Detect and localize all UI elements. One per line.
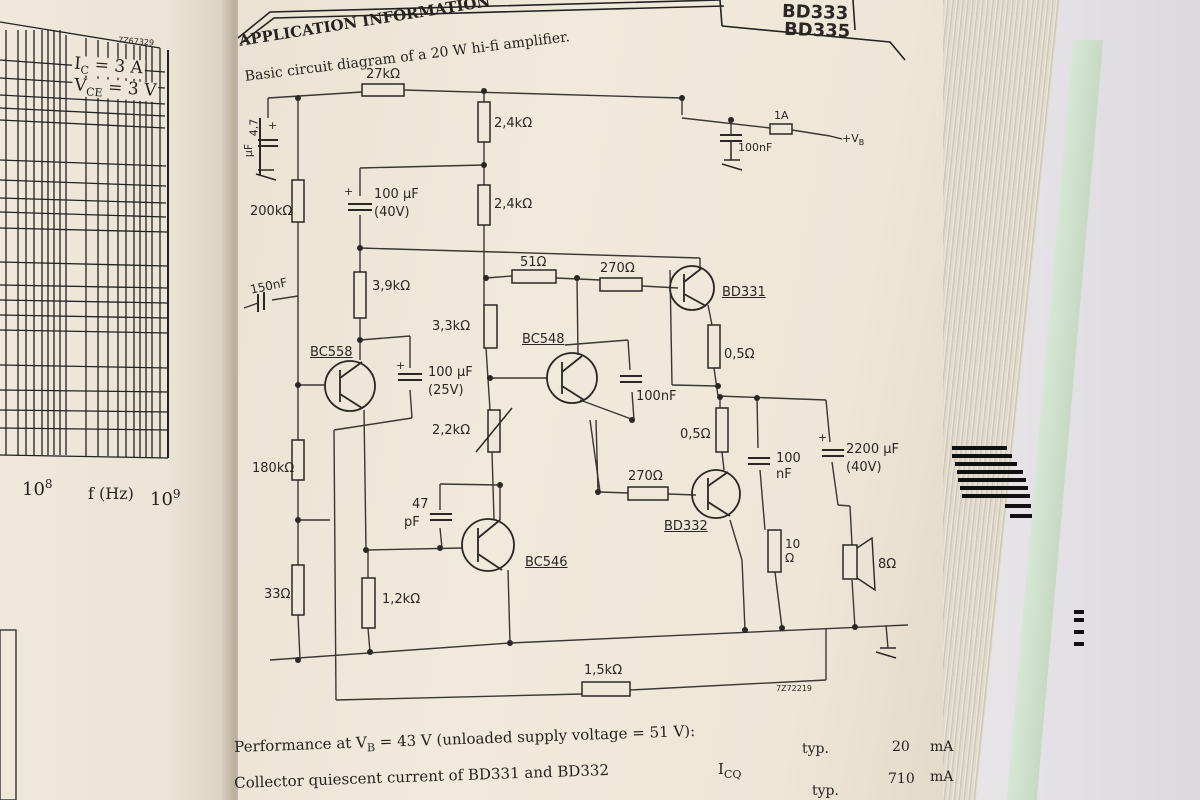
tick-1e9-exp: 9 xyxy=(172,487,181,501)
label-r-51: 51Ω xyxy=(520,255,547,270)
tick-1e9-base: 10 xyxy=(150,489,173,510)
typ-label-2: typ. xyxy=(812,783,839,799)
label-q-bd332: BD332 xyxy=(664,519,708,534)
speaker-cone xyxy=(856,536,876,592)
icq-subscript: CQ xyxy=(723,768,742,781)
vb-subscript: B xyxy=(858,138,865,148)
tick-label-1e8: 108 xyxy=(22,478,53,499)
variable-resistor-arrow xyxy=(475,407,513,453)
label-fuse: 1A xyxy=(774,109,789,122)
typ-label-1: typ. xyxy=(802,741,829,757)
label-speaker-8ohm: 8Ω xyxy=(878,557,897,572)
plus-sign-4u7: + xyxy=(268,119,278,132)
icq-letter: I xyxy=(718,760,724,778)
circuit-wires xyxy=(243,89,909,701)
second-unit: mA xyxy=(930,769,954,785)
label-c-100u-25v-rating: (25V) xyxy=(428,383,464,398)
part-number-bd335: BD335 xyxy=(783,18,851,43)
label-c-100u-40v-rating: (40V) xyxy=(374,205,410,220)
label-r-10-unit: Ω xyxy=(785,551,795,565)
label-c-2200u-rating: (40V) xyxy=(846,460,882,475)
label-r-0r5-bot: 0,5Ω xyxy=(680,427,711,442)
label-c-100n-supply: 100nF xyxy=(738,141,773,154)
performance-prefix: Performance at V xyxy=(233,733,368,756)
ground-symbols xyxy=(255,141,897,659)
left-page-frame xyxy=(0,629,17,800)
icq-unit: mA xyxy=(930,739,954,755)
tick-1e8-base: 10 xyxy=(22,479,45,500)
vb-arrow xyxy=(829,135,843,140)
label-c-100n-bc548: 100nF xyxy=(636,389,677,404)
plus-sign-100u-40v: + xyxy=(344,185,354,198)
label-r-1k5: 1,5kΩ xyxy=(584,663,623,678)
tick-1e8-exp: 8 xyxy=(44,477,53,491)
label-r-200k: 200kΩ xyxy=(250,204,293,219)
circuit-figure-code: 7Z72219 xyxy=(776,684,813,693)
label-c-100u-40v-value: 100 µF xyxy=(374,187,419,202)
transistor-symbols xyxy=(324,265,741,572)
x-axis-label: f (Hz) xyxy=(88,484,134,503)
label-q-bc546: BC546 xyxy=(525,555,568,570)
label-q-bd331: BD331 xyxy=(722,285,766,300)
resistor-bodies xyxy=(291,83,858,697)
label-r-2k2-var: 2,2kΩ xyxy=(432,423,471,438)
ic-value: = 3 A xyxy=(88,54,144,79)
label-vb: +VB xyxy=(842,133,864,147)
label-c-100n-out-value: 100 xyxy=(776,451,801,466)
label-r-1k2: 1,2kΩ xyxy=(382,592,421,607)
icq-symbol: ICQ xyxy=(718,760,742,781)
label-q-bc548: BC548 xyxy=(522,332,565,347)
label-c-2200u-value: 2200 µF xyxy=(846,442,899,457)
label-c-100u-25v-value: 100 µF xyxy=(428,365,473,380)
label-r-0r5-top: 0,5Ω xyxy=(724,347,755,362)
tick-label-1e9: 109 xyxy=(150,488,181,509)
label-r-3k9: 3,9kΩ xyxy=(372,279,411,294)
vce-subscript: CE xyxy=(85,85,103,100)
label-r-2k4-top: 2,4kΩ xyxy=(494,116,533,131)
label-c-4u7-value: 4,7 xyxy=(247,118,261,137)
label-c-47p-unit: pF xyxy=(404,515,420,530)
label-r-270-top: 270Ω xyxy=(600,261,635,276)
icq-value: 20 xyxy=(892,739,910,755)
label-r-180k: 180kΩ xyxy=(252,461,295,476)
plus-sign-100u-25v: + xyxy=(396,359,406,372)
label-r-33: 33Ω xyxy=(264,587,291,602)
junction-dots xyxy=(295,88,858,663)
label-q-bc558: BC558 xyxy=(310,345,353,360)
label-r-270-bot: 270Ω xyxy=(628,469,663,484)
second-value: 710 xyxy=(888,771,915,787)
label-r-27k: 27kΩ xyxy=(366,67,401,82)
vb-symbol: +V xyxy=(842,132,859,145)
label-r-10-value: 10 xyxy=(785,537,801,551)
label-c-100n-out-unit: nF xyxy=(776,467,792,482)
vce-value: = 3 V xyxy=(102,77,158,101)
label-c-4u7-unit: µF xyxy=(242,143,256,158)
plus-sign-2200u: + xyxy=(818,431,828,444)
capacitor-plates xyxy=(257,118,844,521)
label-r-2k4-mid: 2,4kΩ xyxy=(494,197,533,212)
label-c-47p-value: 47 xyxy=(412,497,429,512)
label-r-3k3: 3,3kΩ xyxy=(432,319,471,334)
header-rules xyxy=(237,0,906,61)
